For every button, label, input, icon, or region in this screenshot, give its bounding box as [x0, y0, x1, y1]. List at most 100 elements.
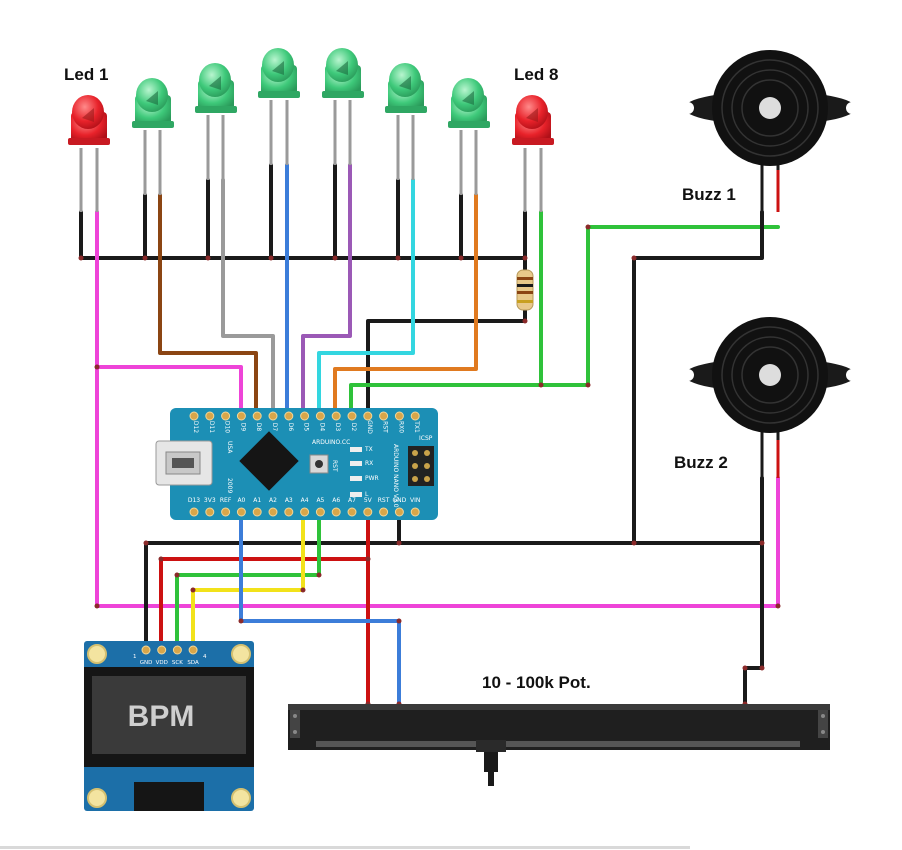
board-text-rst: RST — [331, 460, 338, 472]
arduino-bottom-pin-hole-gnd — [394, 507, 404, 517]
wire-gnd-rail-bottom — [397, 476, 764, 545]
icsp-header — [408, 446, 434, 486]
arduino-bottom-pin-hole-a0 — [236, 507, 246, 517]
slide-potentiometer — [288, 704, 830, 786]
arduino-top-pin-hole-d2 — [347, 411, 357, 421]
arduino-top-pin-label-tx1: TX1 — [413, 420, 420, 433]
arduino-bottom-pin-label-gnd: GND — [393, 497, 407, 504]
wire-led3-gray — [221, 178, 275, 418]
wire-led1-magenta — [95, 210, 780, 608]
arduino-top-pin-label-d3: D3 — [334, 423, 341, 432]
arduino-top-pin-label-d2: D2 — [350, 423, 357, 432]
oled-pin-hole-vdd — [157, 645, 167, 655]
wire-magenta-d9 — [95, 365, 243, 418]
oled-pin-label-sda: SDA — [187, 660, 199, 666]
arduino-top-pin-label-d10: D10 — [224, 421, 231, 433]
arduino-bottom-pin-hole-a2 — [268, 507, 278, 517]
arduino-bottom-pin-label-ref: REF — [220, 497, 232, 504]
arduino-bottom-pin-label-a0: A0 — [237, 497, 245, 504]
arduino-top-pin-hole-d8 — [252, 411, 262, 421]
pot-slider-knob — [476, 740, 506, 752]
board-led-rx: RX — [365, 460, 373, 467]
arduino-bottom-pin-hole-3v3 — [205, 507, 215, 517]
junction-dots — [78, 224, 781, 707]
label-buzz2: Buzz 2 — [674, 453, 728, 472]
bottom-divider — [0, 846, 690, 849]
arduino-board — [170, 408, 438, 520]
arduino-top-pin-hole-d10 — [221, 411, 231, 421]
led-7 — [448, 78, 490, 195]
arduino-top-pin-label-rst: RST — [382, 421, 389, 433]
arduino-top-pin-label-gnd: GND — [366, 420, 373, 434]
arduino-top-pin-hole-d4 — [315, 411, 325, 421]
mcu-chip — [239, 431, 299, 491]
arduino-bottom-pin-hole-a6 — [331, 507, 341, 517]
board-led-l: L — [365, 491, 369, 498]
arduino-bottom-pin-label-5v: 5V — [364, 497, 373, 504]
led-5 — [322, 48, 364, 165]
arduino-bottom-pin-hole-5v — [363, 507, 373, 517]
board-led-pwr: PWR — [365, 475, 379, 482]
board-led-tx: TX — [364, 446, 373, 453]
wire-resistor-to-gnd-pin — [366, 308, 527, 418]
arduino-bottom-pin-label-rst: RST — [378, 497, 390, 504]
arduino-top-pin-hole-d6 — [284, 411, 294, 421]
arduino-top-pin-label-rx0: RX0 — [397, 421, 404, 433]
oled-screen-text: BPM — [128, 700, 195, 733]
arduino-top-pin-label-d12: D12 — [192, 421, 199, 433]
wire-led-gnd-rail — [79, 210, 527, 260]
wire-a4-yellow — [191, 510, 305, 652]
oled-pin-label-sck: SCK — [172, 660, 183, 666]
arduino-bottom-pin-hole-ref — [221, 507, 231, 517]
arduino-bottom-pin-hole-a7 — [347, 507, 357, 517]
arduino-top-pin-hole-d7 — [268, 411, 278, 421]
arduino-top-pin-hole-d12 — [189, 411, 199, 421]
wire-led7-orange — [333, 193, 478, 418]
led-4 — [258, 48, 300, 165]
board-text-nano: ARDUINO NANO V3.0 — [392, 444, 399, 508]
wire-buzz2-black — [743, 541, 764, 706]
oled-pin-label-gnd: GND — [140, 660, 153, 666]
buzzer-2 — [682, 317, 858, 478]
wire-led5-purple — [301, 163, 352, 418]
arduino-bottom-pin-label-vin: VIN — [410, 497, 420, 504]
oled-pin-hole-gnd — [141, 645, 151, 655]
label-led-first: Led 1 — [64, 65, 108, 84]
arduino-top-pin-hole-d11 — [205, 411, 215, 421]
arduino-top-pin-label-d4: D4 — [318, 423, 325, 432]
buzzer-1 — [682, 50, 858, 212]
arduino-bottom-pin-label-d13: D13 — [188, 497, 200, 504]
board-text-year: 2009 — [226, 478, 233, 493]
label-buzz1: Buzz 1 — [682, 185, 736, 204]
resistor — [516, 269, 534, 311]
arduino-bottom-pin-label-a3: A3 — [285, 497, 293, 504]
arduino-bottom-pin-label-a1: A1 — [253, 497, 261, 504]
board-text-usa: USA — [226, 441, 233, 454]
arduino-bottom-pin-hole-rst — [379, 507, 389, 517]
led-2 — [132, 78, 174, 195]
arduino-top-pin-hole-rx0 — [394, 411, 404, 421]
arduino-bottom-pin-hole-a5 — [315, 507, 325, 517]
oled-pin-num-first: 1 — [133, 654, 137, 660]
arduino-top-pin-hole-d5 — [300, 411, 310, 421]
oled-pin-hole-sck — [172, 645, 182, 655]
arduino-top-pin-hole-d3 — [331, 411, 341, 421]
arduino-bottom-pin-label-a5: A5 — [316, 497, 324, 504]
arduino-top-pin-hole-rst — [379, 411, 389, 421]
arduino-top-pin-label-d7: D7 — [271, 423, 278, 432]
board-text-model: ARDUINO.CC — [312, 439, 350, 446]
arduino-bottom-pin-label-3v3: 3V3 — [204, 497, 216, 504]
wire-led2-brown — [158, 193, 258, 418]
board-text-icsp: ICSP — [419, 435, 433, 442]
arduino-bottom-pin-label-a7: A7 — [348, 497, 356, 504]
arduino-bottom-pin-label-a6: A6 — [332, 497, 340, 504]
arduino-bottom-pin-label-a4: A4 — [301, 497, 309, 504]
arduino-top-pin-hole-tx1 — [410, 411, 420, 421]
oled-pin-hole-sda — [188, 645, 198, 655]
arduino-bottom-pin-hole-vin — [410, 507, 420, 517]
